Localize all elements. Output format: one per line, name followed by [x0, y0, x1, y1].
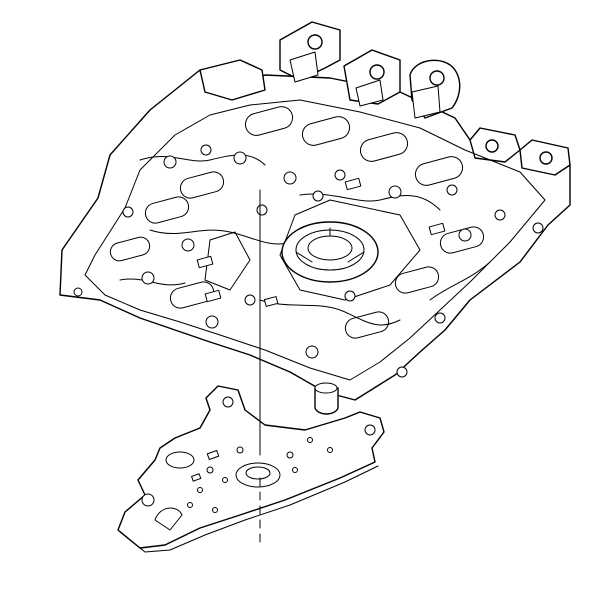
plate-orifices [187, 437, 333, 513]
valve-body [59, 21, 571, 415]
lug-bore [307, 34, 323, 50]
ports [196, 177, 446, 307]
valve-bores [109, 106, 485, 339]
lower-boss [314, 387, 339, 415]
central-boss [281, 221, 379, 283]
fluid-passages [119, 154, 491, 326]
spacer-plate [117, 385, 385, 553]
lug-bore [369, 64, 385, 80]
